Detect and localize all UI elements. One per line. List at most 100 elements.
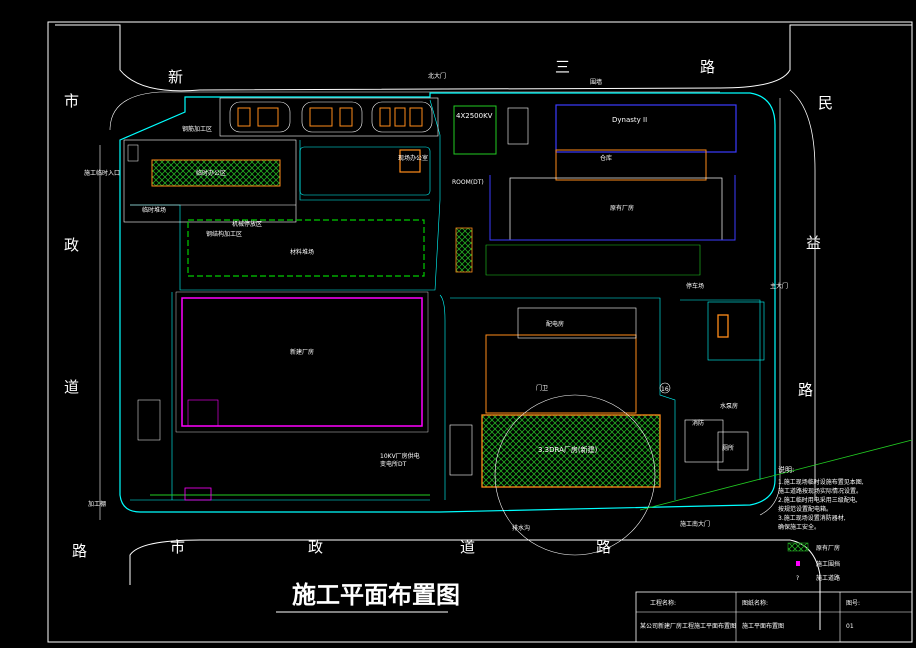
- label-plot-h: 新建厂房: [290, 348, 314, 356]
- gatehouse: [127, 144, 139, 162]
- tank-1: [229, 101, 291, 133]
- hydrant: [659, 382, 671, 394]
- guard-room: [684, 419, 724, 463]
- internal-road-5: [299, 140, 430, 201]
- tb-r2c3: 01: [846, 623, 854, 630]
- site-boundary: [119, 92, 776, 513]
- road-east-1: 民: [818, 94, 833, 112]
- label-shed: 加工棚: [88, 500, 106, 508]
- notes-line-4: 按规范设置配电箱。: [778, 505, 832, 513]
- notes-line-2: 施工道路按现场实际情况设置。: [778, 487, 862, 495]
- road-west-4: 路: [72, 542, 87, 560]
- road-west-1: 市: [64, 92, 79, 110]
- internal-road-4: [439, 294, 446, 500]
- label-main-gate: 主大门: [770, 282, 788, 290]
- east-plot: [707, 301, 765, 361]
- tank-2b: [339, 107, 353, 127]
- temp-office-frame: [123, 139, 297, 223]
- internal-road-6: [450, 297, 676, 500]
- tb-r1c1: 工程名称:: [650, 599, 676, 607]
- tank-3b: [394, 107, 406, 127]
- legend-label-1: 原有厂房: [816, 544, 840, 552]
- utility-block: [219, 97, 439, 137]
- dynasty-building: [555, 104, 737, 153]
- label-south-gate: 施工南大门: [680, 520, 710, 528]
- temp-office-hatched: [151, 159, 281, 187]
- substation: [453, 105, 497, 155]
- blue-line-1: [489, 175, 736, 241]
- orange-building-north: [555, 149, 707, 181]
- tb-r1c3: 图号:: [846, 600, 860, 607]
- label-plot-m: 停车场: [686, 282, 704, 290]
- road-north-2: 三: [555, 58, 570, 76]
- tank-2a: [309, 107, 333, 127]
- label-west-gate: 施工临时入口: [84, 169, 120, 177]
- west-shed: [137, 399, 161, 441]
- tank-2: [301, 101, 363, 133]
- legend-magenta-swatch: [796, 561, 800, 566]
- shed-ne: [455, 227, 473, 273]
- label-plot-q: 排水沟: [512, 524, 530, 532]
- notes-line-3: 2.施工临时用电采用三级配电,: [778, 496, 858, 504]
- tank-3c: [409, 107, 423, 127]
- legend-label-3: 施工道路: [816, 574, 840, 582]
- road-south-4: 路: [596, 538, 611, 556]
- road-edge-east: [789, 89, 816, 500]
- legend: 原有厂房 施工围挡 ? 施工道路: [787, 542, 840, 582]
- new-building-inner: [175, 291, 429, 433]
- legend-label-2: 施工围挡: [816, 560, 840, 568]
- new-crane-building: [481, 414, 661, 488]
- tb-r2c1: 某公司新建厂房工程施工平面布置图: [640, 622, 736, 630]
- label-plot-n: 水泵房: [720, 402, 738, 410]
- crane-radius: [494, 394, 656, 556]
- tb-r2c2: 施工平面布置图: [742, 622, 784, 630]
- road-west-2: 政: [64, 236, 79, 254]
- mid-annex: [517, 307, 637, 339]
- road-south-1: 市: [170, 538, 185, 556]
- internal-road-7: [680, 299, 761, 480]
- west-plot-top: [299, 146, 431, 196]
- label-plot-g: 机械停放区: [232, 220, 262, 228]
- label-plot-j: 仓库: [600, 154, 612, 162]
- label-plot-i: 原有厂房: [610, 204, 634, 212]
- tank-3a: [379, 107, 391, 127]
- road-edge-north-inner: [109, 91, 720, 131]
- label-plot-l: 门卫: [536, 384, 548, 392]
- legend-hatch-swatch: [787, 542, 809, 552]
- road-edge-south: [129, 539, 821, 630]
- legend-symbol-3: ?: [796, 575, 799, 582]
- label-plot-c: 临时堆场: [142, 206, 166, 214]
- drawing-title: 施工平面布置图: [292, 581, 460, 609]
- label-small-gate: 北大门: [428, 72, 446, 80]
- notes-line-6: 确保施工安全。: [778, 523, 820, 531]
- road-north-1: 新: [168, 68, 183, 86]
- road-east-2: 益: [806, 234, 821, 252]
- label-plot-a: 钢筋加工区: [182, 125, 212, 133]
- nb-annex: [187, 399, 219, 427]
- road-west-3: 道: [64, 378, 79, 396]
- label-hydrant-no: 16: [661, 386, 669, 393]
- road-south-3: 道: [460, 538, 475, 556]
- title-block: 工程名称: 图纸名称: 图号: 某公司新建厂房工程施工平面布置图 施工平面布置图…: [635, 591, 913, 643]
- label-substation: 4X2500KV: [456, 112, 493, 120]
- road-edge-north: [55, 24, 912, 92]
- tank-1a: [237, 107, 251, 127]
- tank-1b: [257, 107, 279, 127]
- label-plot-d: 材料堆场: [290, 248, 314, 256]
- notes-heading: 说明:: [778, 465, 794, 474]
- label-plot-o: 消防: [692, 419, 704, 427]
- title-block-frame: [635, 591, 913, 643]
- notes-line-1: 1.施工现场临时设施布置见本图,: [778, 478, 864, 486]
- label-plot-b: 临时办公区: [196, 169, 226, 177]
- parking: [717, 431, 749, 471]
- material-yard: [187, 219, 425, 277]
- south-gate-box: [184, 487, 212, 501]
- road-east-3: 路: [798, 381, 813, 399]
- se-shed: [449, 424, 473, 476]
- label-plot-f: 现场办公室: [398, 154, 428, 162]
- road-south-2: 政: [308, 538, 323, 556]
- label-plot-p: 厕所: [722, 444, 734, 452]
- orange-building-mid: [485, 334, 637, 414]
- green-line-1: [485, 244, 701, 276]
